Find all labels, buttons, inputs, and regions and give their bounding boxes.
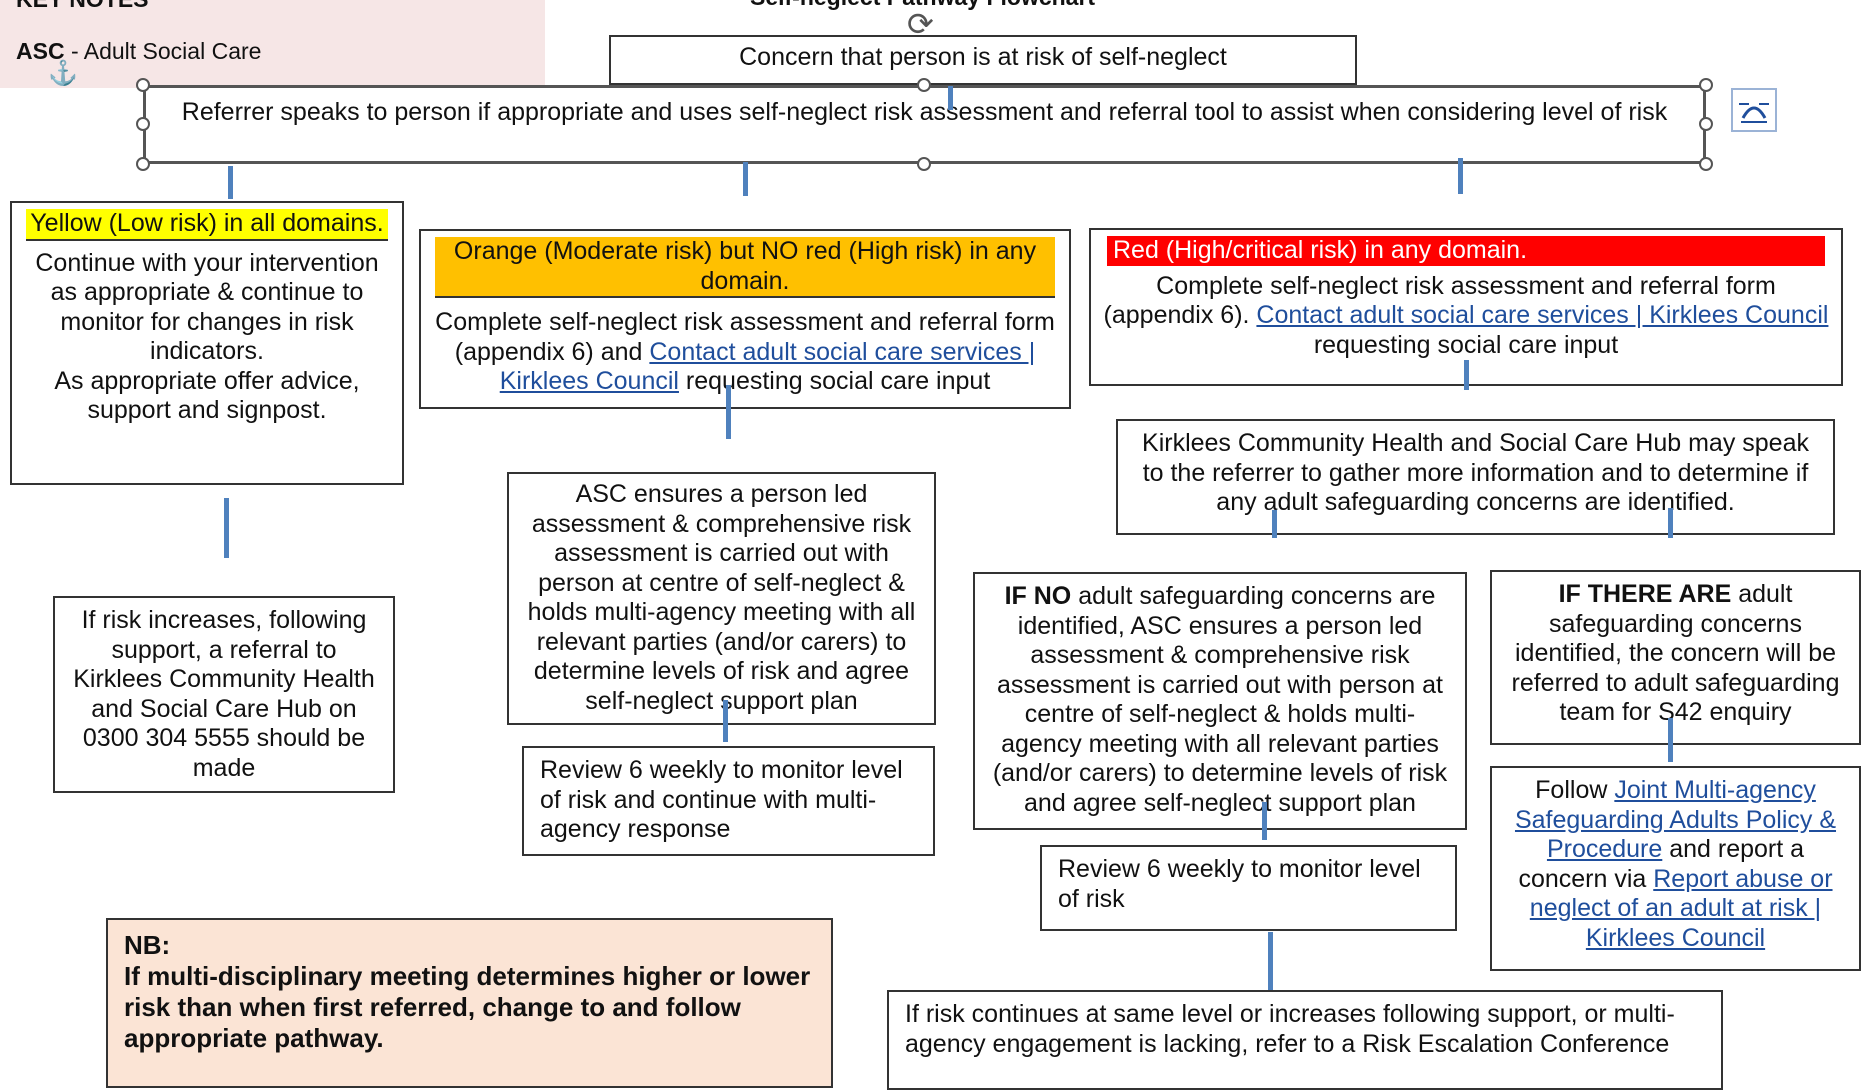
follow-policy-box[interactable]: Follow Joint Multi-agency Safeguarding A… xyxy=(1490,766,1861,971)
concern-box[interactable]: Concern that person is at risk of self-n… xyxy=(609,35,1357,85)
yellow-risk-band: Yellow (Low risk) in all domains. xyxy=(26,209,388,241)
connector-arrow xyxy=(1262,802,1267,840)
key-notes-heading: KEY NOTES xyxy=(16,0,149,13)
yellow-followup-box[interactable]: If risk increases, following support, a … xyxy=(53,596,395,793)
review-red-box[interactable]: Review 6 weekly to monitor level of risk xyxy=(1040,845,1457,931)
review-red-text: Review 6 weekly to monitor level of risk xyxy=(1058,855,1421,913)
if-no-body: adult safeguarding concerns are identifi… xyxy=(992,582,1448,817)
selection-handle[interactable] xyxy=(136,117,150,131)
referrer-text: Referrer speaks to person if appropriate… xyxy=(181,98,1668,126)
escalation-box[interactable]: If risk continues at same level or incre… xyxy=(887,990,1723,1090)
key-notes-abbrev: ASC xyxy=(16,38,65,64)
connector-arrow xyxy=(1668,718,1673,762)
if-there-are-bold: IF THERE ARE xyxy=(1558,580,1732,608)
orange-risk-band: Orange (Moderate risk) but NO red (High … xyxy=(435,237,1055,298)
red-high-risk-box[interactable]: Red (High/critical risk) in any domain. … xyxy=(1089,228,1843,386)
escalation-text: If risk continues at same level or incre… xyxy=(905,1000,1675,1058)
red-text-part: Complete self-neglect risk assessment an… xyxy=(1103,271,1776,330)
connector-arrow xyxy=(1458,158,1463,194)
red-risk-text: Complete self-neglect risk assessment an… xyxy=(1103,272,1829,361)
key-notes-panel: KEY NOTES ASC - Adult Social Care ⚓ xyxy=(0,0,545,88)
hub-box[interactable]: Kirklees Community Health and Social Car… xyxy=(1116,419,1835,535)
selection-handle[interactable] xyxy=(1699,117,1713,131)
joint-policy-link[interactable]: Joint Multi-agency Safeguarding Adults P… xyxy=(1514,776,1837,863)
review-orange-box[interactable]: Review 6 weekly to monitor level of risk… xyxy=(522,746,935,856)
if-no-bold: IF NO xyxy=(1004,582,1072,610)
connector-arrow xyxy=(743,162,748,196)
connector-arrow xyxy=(723,700,728,742)
connector-arrow xyxy=(228,166,233,199)
orange-moderate-risk-box[interactable]: Orange (Moderate risk) but NO red (High … xyxy=(419,229,1071,409)
follow-policy-text: Follow Joint Multi-agency Safeguarding A… xyxy=(1515,776,1836,952)
hub-text: Kirklees Community Health and Social Car… xyxy=(1142,429,1809,516)
if-no-concerns-box[interactable]: IF NO adult safeguarding concerns are id… xyxy=(973,572,1467,830)
connector-arrow xyxy=(1464,360,1469,390)
red-risk-band: Red (High/critical risk) in any domain. xyxy=(1107,236,1825,266)
report-abuse-link[interactable]: Report abuse or neglect of an adult at r… xyxy=(1529,864,1833,952)
yellow-followup-text: If risk increases, following support, a … xyxy=(73,606,375,782)
nb-text: If multi-disciplinary meeting determines… xyxy=(124,961,811,1053)
selection-handle[interactable] xyxy=(1699,78,1713,92)
red-text-part: requesting social care input xyxy=(1313,330,1619,359)
if-there-are-body: adult safeguarding concerns identified, … xyxy=(1511,580,1840,726)
asc-assessment-text: ASC ensures a person led assessment & co… xyxy=(527,480,916,715)
if-no-concerns-text: IF NO adult safeguarding concerns are id… xyxy=(993,582,1447,817)
contact-asc-link[interactable]: Contact adult social care services | Kir… xyxy=(1256,301,1829,329)
rotate-handle-icon[interactable]: ⟳ xyxy=(907,6,934,42)
orange-text-part: Complete self-neglect risk assessment an… xyxy=(435,308,1055,366)
anchor-icon: ⚓ xyxy=(48,60,78,87)
concern-text: Concern that person is at risk of self-n… xyxy=(739,43,1227,71)
follow-text-part: Follow xyxy=(1535,776,1615,804)
connector-arrow xyxy=(224,498,229,558)
connector-arrow xyxy=(948,86,953,110)
page-title: Self-neglect Pathway Flowchart xyxy=(750,0,1095,11)
asc-assessment-box[interactable]: ASC ensures a person led assessment & co… xyxy=(507,472,936,725)
referrer-box[interactable]: Referrer speaks to person if appropriate… xyxy=(143,85,1706,164)
selection-handle[interactable] xyxy=(1699,157,1713,171)
nb-box[interactable]: NB: If multi-disciplinary meeting determ… xyxy=(106,918,833,1088)
connector-arrow xyxy=(1268,932,1273,990)
nb-heading: NB: xyxy=(124,930,171,960)
connector-arrow xyxy=(1668,508,1673,538)
yellow-risk-text: Continue with your intervention as appro… xyxy=(35,248,379,425)
orange-text-part: requesting social care input xyxy=(678,367,991,395)
if-there-are-text: IF THERE ARE adult safeguarding concerns… xyxy=(1512,580,1840,726)
layout-options-icon[interactable] xyxy=(1731,88,1777,132)
connector-arrow xyxy=(1272,510,1277,538)
key-notes-entry: ASC - Adult Social Care xyxy=(16,38,261,65)
selection-handle[interactable] xyxy=(917,157,931,171)
follow-text-part: and report a concern via xyxy=(1518,835,1805,893)
selection-handle[interactable] xyxy=(917,78,931,92)
connector-arrow xyxy=(726,385,731,439)
review-orange-text: Review 6 weekly to monitor level of risk… xyxy=(540,756,903,843)
contact-asc-link[interactable]: Contact adult social care services | Kir… xyxy=(499,337,1036,396)
key-notes-abbrev-text: - Adult Social Care xyxy=(64,38,262,64)
selection-handle[interactable] xyxy=(136,78,150,92)
if-there-are-concerns-box[interactable]: IF THERE ARE adult safeguarding concerns… xyxy=(1490,570,1861,745)
orange-risk-text: Complete self-neglect risk assessment an… xyxy=(431,308,1059,397)
selection-handle[interactable] xyxy=(136,157,150,171)
yellow-low-risk-box[interactable]: Yellow (Low risk) in all domains. Contin… xyxy=(10,201,404,485)
